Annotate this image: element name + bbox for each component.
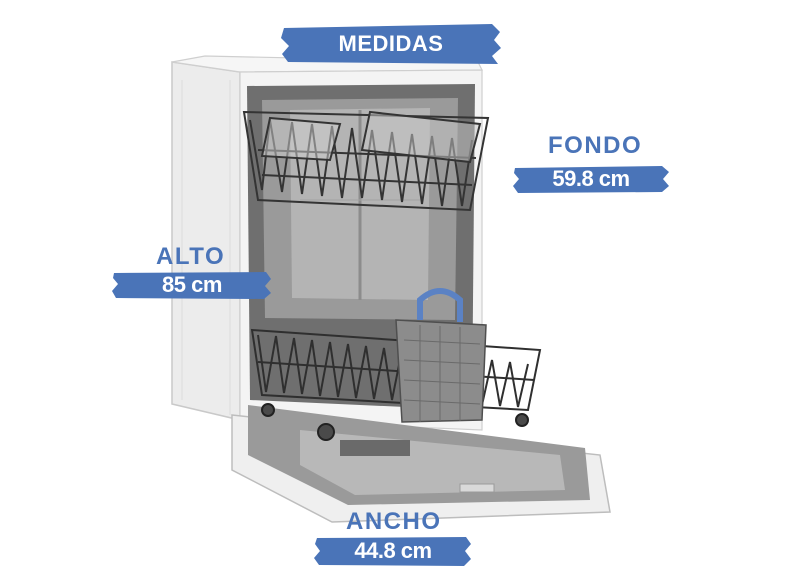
- brush-stroke-shape: [513, 166, 669, 193]
- upper-rack: [242, 110, 490, 212]
- page-title: MEDIDAS: [338, 31, 444, 56]
- ancho-value: 44.8 cm: [354, 538, 432, 563]
- fondo-value: 59.8 cm: [552, 166, 630, 191]
- title-banner: MEDIDAS: [280, 22, 502, 66]
- fondo-value-banner: 59.8 cm: [512, 164, 670, 194]
- fondo-label: FONDO: [548, 132, 643, 159]
- alto-value: 85 cm: [162, 272, 222, 297]
- brush-stroke-shape: [281, 24, 501, 64]
- ancho-label: ANCHO: [346, 508, 442, 535]
- brush-stroke-shape: [314, 537, 471, 566]
- brush-stroke-shape: [112, 272, 271, 299]
- cutlery-basket: [395, 288, 487, 423]
- alto-value-banner: 85 cm: [112, 270, 272, 300]
- alto-label: ALTO: [156, 243, 226, 270]
- ancho-value-banner: 44.8 cm: [314, 535, 472, 567]
